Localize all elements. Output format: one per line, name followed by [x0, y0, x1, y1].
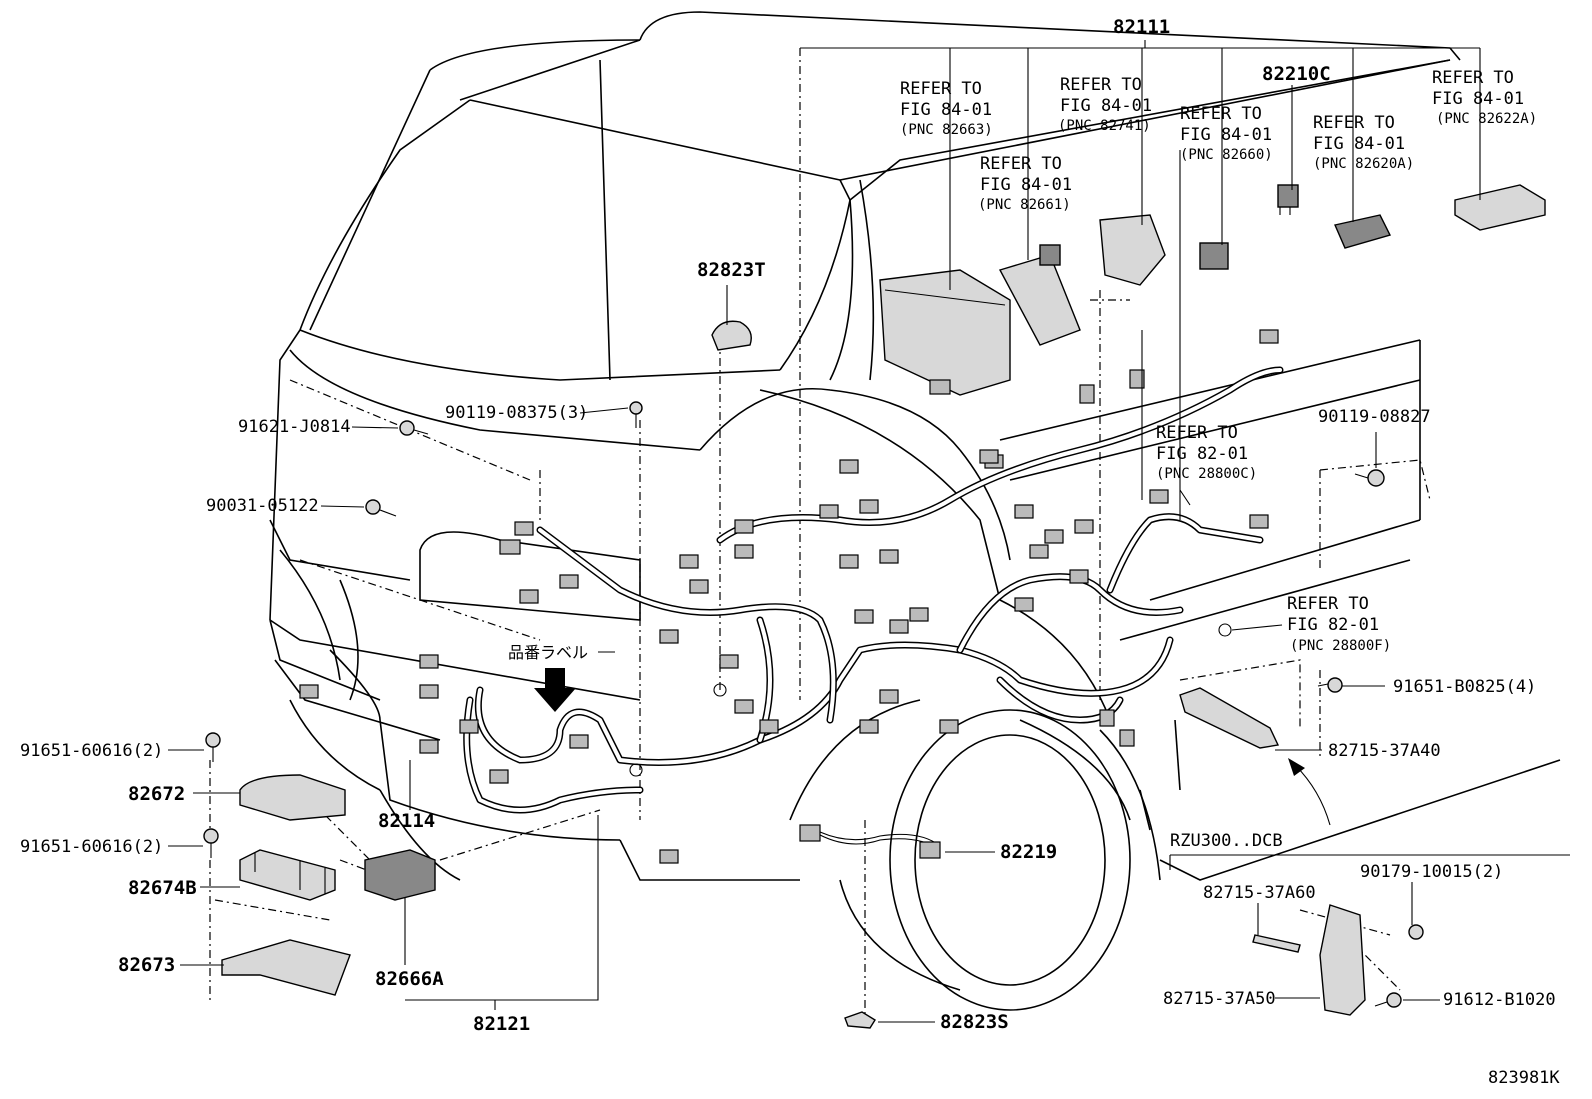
svg-text:REFER TO: REFER TO	[1180, 104, 1262, 124]
ref-82620a: REFER TO FIG 84-01 (PNC 82620A)	[1313, 113, 1414, 172]
label-91651-60616-a: 91651-60616(2)	[20, 741, 163, 761]
part-number-label-jp: 品番ラベル	[508, 643, 588, 662]
ref-82622a: REFER TO FIG 84-01 (PNC 82622A)	[1432, 68, 1537, 127]
down-arrow-icon	[534, 668, 576, 712]
ref-28800f: REFER TO FIG 82-01 (PNC 28800F)	[1287, 594, 1391, 654]
curved-arrow-icon	[1294, 764, 1331, 826]
label-91621-j0814: 91621-J0814	[238, 417, 351, 437]
relay-82620a	[1334, 214, 1392, 249]
svg-text:(PNC 82620A): (PNC 82620A)	[1313, 156, 1414, 172]
svg-text:(PNC 28800C): (PNC 28800C)	[1156, 466, 1257, 482]
label-91651-b0825: 91651-B0825(4)	[1393, 677, 1536, 697]
svg-text:FIG 84-01: FIG 84-01	[1060, 96, 1152, 116]
bolt-icons	[203, 401, 1424, 1008]
svg-text:(PNC 82661): (PNC 82661)	[978, 197, 1071, 213]
relay-82660	[1199, 242, 1229, 270]
label-90179-10015: 90179-10015(2)	[1360, 862, 1503, 882]
ref-28800c: REFER TO FIG 82-01 (PNC 28800C)	[1156, 423, 1257, 482]
relay-box-82622a	[1454, 184, 1546, 231]
connector-82210c	[1277, 184, 1299, 215]
ecu-bracket	[998, 244, 1081, 346]
plate-82673	[221, 939, 351, 996]
bracket-82715-37a40	[1179, 687, 1280, 749]
svg-text:FIG 82-01: FIG 82-01	[1156, 444, 1248, 464]
bracket-82715-37a60	[1252, 934, 1301, 953]
label-82715-37a40: 82715-37A40	[1328, 741, 1441, 761]
airbag-sensor-82672	[239, 774, 346, 821]
svg-text:(PNC 82622A): (PNC 82622A)	[1436, 111, 1537, 127]
svg-text:(PNC 82663): (PNC 82663)	[900, 122, 993, 138]
label-91651-60616-b: 91651-60616(2)	[20, 837, 163, 857]
ref-82741: REFER TO FIG 84-01 (PNC 82741)	[1058, 75, 1152, 134]
label-82111: 82111	[1113, 16, 1170, 38]
label-82121: 82121	[473, 1013, 530, 1035]
sensor-82823t	[711, 320, 752, 351]
bracket-82674b	[239, 849, 336, 901]
svg-text:FIG 84-01: FIG 84-01	[1432, 89, 1524, 109]
svg-text:(PNC 82741): (PNC 82741)	[1058, 118, 1151, 134]
svg-text:(PNC 28800F): (PNC 28800F)	[1290, 638, 1391, 654]
svg-text:REFER TO: REFER TO	[1313, 113, 1395, 133]
sensor-82823s	[844, 1011, 876, 1029]
arrowhead-icon	[1288, 758, 1305, 776]
connectors	[299, 329, 1279, 864]
relay-block	[1099, 214, 1166, 286]
label-82823s: 82823S	[940, 1011, 1009, 1033]
label-82210c: 82210C	[1262, 63, 1331, 85]
leader-lines	[168, 40, 1570, 1023]
ref-82663: REFER TO FIG 84-01 (PNC 82663)	[900, 79, 993, 138]
label-82823t: 82823T	[697, 259, 766, 281]
svg-text:FIG 84-01: FIG 84-01	[980, 175, 1072, 195]
label-90031-05122: 90031-05122	[206, 496, 319, 516]
label-82666a: 82666A	[375, 968, 444, 990]
svg-text:REFER TO: REFER TO	[1060, 75, 1142, 95]
label-variant: RZU300..DCB	[1170, 831, 1283, 851]
svg-text:(PNC 82660): (PNC 82660)	[1180, 147, 1273, 163]
label-90119-08375: 90119-08375(3)	[445, 403, 588, 423]
svg-text:FIG 84-01: FIG 84-01	[1313, 134, 1405, 154]
svg-text:FIG 84-01: FIG 84-01	[1180, 125, 1272, 145]
label-82114: 82114	[378, 810, 435, 832]
ref-82661: REFER TO FIG 84-01 (PNC 82661)	[978, 154, 1072, 213]
svg-text:FIG 82-01: FIG 82-01	[1287, 615, 1379, 635]
svg-text:REFER TO: REFER TO	[1156, 423, 1238, 443]
label-90119-08827: 90119-08827	[1318, 407, 1431, 427]
label-82219: 82219	[1000, 841, 1057, 863]
label-82715-37a60: 82715-37A60	[1203, 883, 1316, 903]
svg-text:REFER TO: REFER TO	[1287, 594, 1369, 614]
connector-82666a	[364, 849, 436, 901]
svg-text:REFER TO: REFER TO	[900, 79, 982, 99]
drawing-number: 823981K	[1488, 1068, 1560, 1088]
bracket-82715-37a50	[1319, 904, 1366, 1016]
ref-82660: REFER TO FIG 84-01 (PNC 82660)	[1180, 104, 1273, 163]
svg-text:REFER TO: REFER TO	[1432, 68, 1514, 88]
label-82674b: 82674B	[128, 877, 197, 899]
label-82715-37a50: 82715-37A50	[1163, 989, 1276, 1009]
label-82673: 82673	[118, 954, 175, 976]
label-82672: 82672	[128, 783, 185, 805]
svg-text:FIG 84-01: FIG 84-01	[900, 100, 992, 120]
label-91612-b1020: 91612-B1020	[1443, 990, 1556, 1010]
svg-text:REFER TO: REFER TO	[980, 154, 1062, 174]
cab-body-outline	[269, 11, 1561, 1011]
ecu-box	[879, 269, 1011, 396]
